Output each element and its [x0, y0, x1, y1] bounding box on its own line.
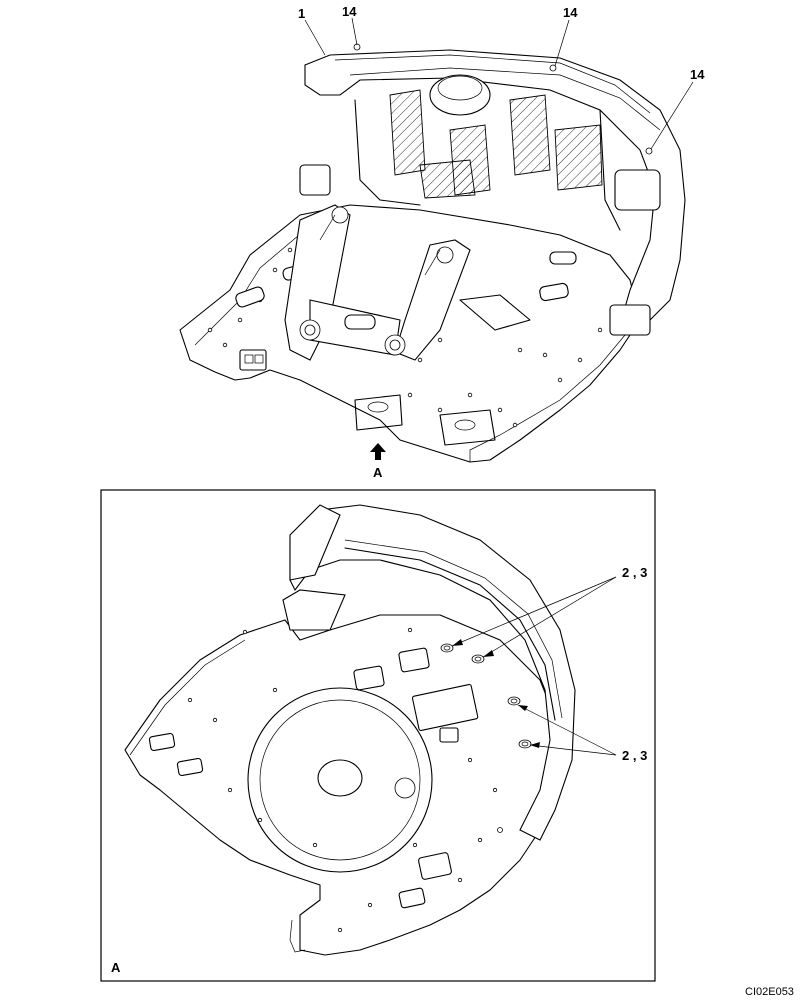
swing-circle: [247, 687, 433, 873]
detail-frame: [100, 489, 656, 982]
figure-code: CI02E053: [745, 986, 794, 998]
counterweight: [299, 43, 686, 336]
deck-plate: [179, 204, 641, 463]
sectioned-walls: [389, 89, 603, 199]
callout-2-3-upper: 2 , 3: [622, 565, 647, 580]
underside-drawing: [124, 504, 576, 956]
underside-plate: [124, 614, 561, 956]
counterweight-underside: [282, 504, 576, 841]
boom-bracket: [284, 204, 471, 361]
view-arrow-label: A: [373, 465, 383, 480]
detail-view-label: A: [111, 960, 121, 975]
spacer-holes: [440, 643, 532, 749]
callout-2-3-lower: 2 , 3: [622, 748, 647, 763]
callout-14-left: 14: [342, 4, 357, 19]
callout-14-center: 14: [563, 5, 578, 20]
upper-leaders: [304, 17, 694, 150]
view-arrow-icon: [370, 443, 386, 460]
detail-leaders: [451, 576, 617, 756]
revolving-frame-drawing: [179, 43, 686, 463]
callout-14-right: 14: [690, 67, 705, 82]
callout-1: 1: [298, 6, 305, 21]
plate-holes: [187, 627, 503, 933]
